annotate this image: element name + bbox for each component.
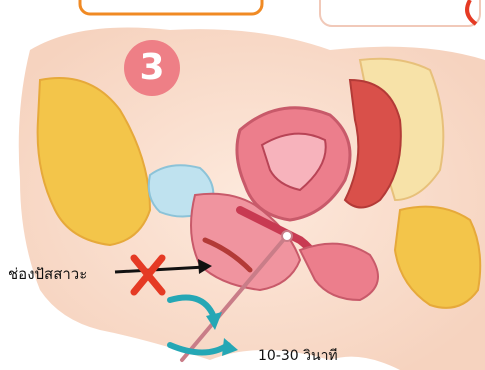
duration-label: 10-30 วินาที (258, 345, 338, 367)
body-part-label: ช่องปัสสาวะ (8, 262, 87, 286)
top-banner-left (80, 0, 262, 14)
top-banner-right (320, 0, 480, 26)
step-number-badge: 3 (124, 40, 180, 96)
instrument-tip (282, 231, 292, 241)
